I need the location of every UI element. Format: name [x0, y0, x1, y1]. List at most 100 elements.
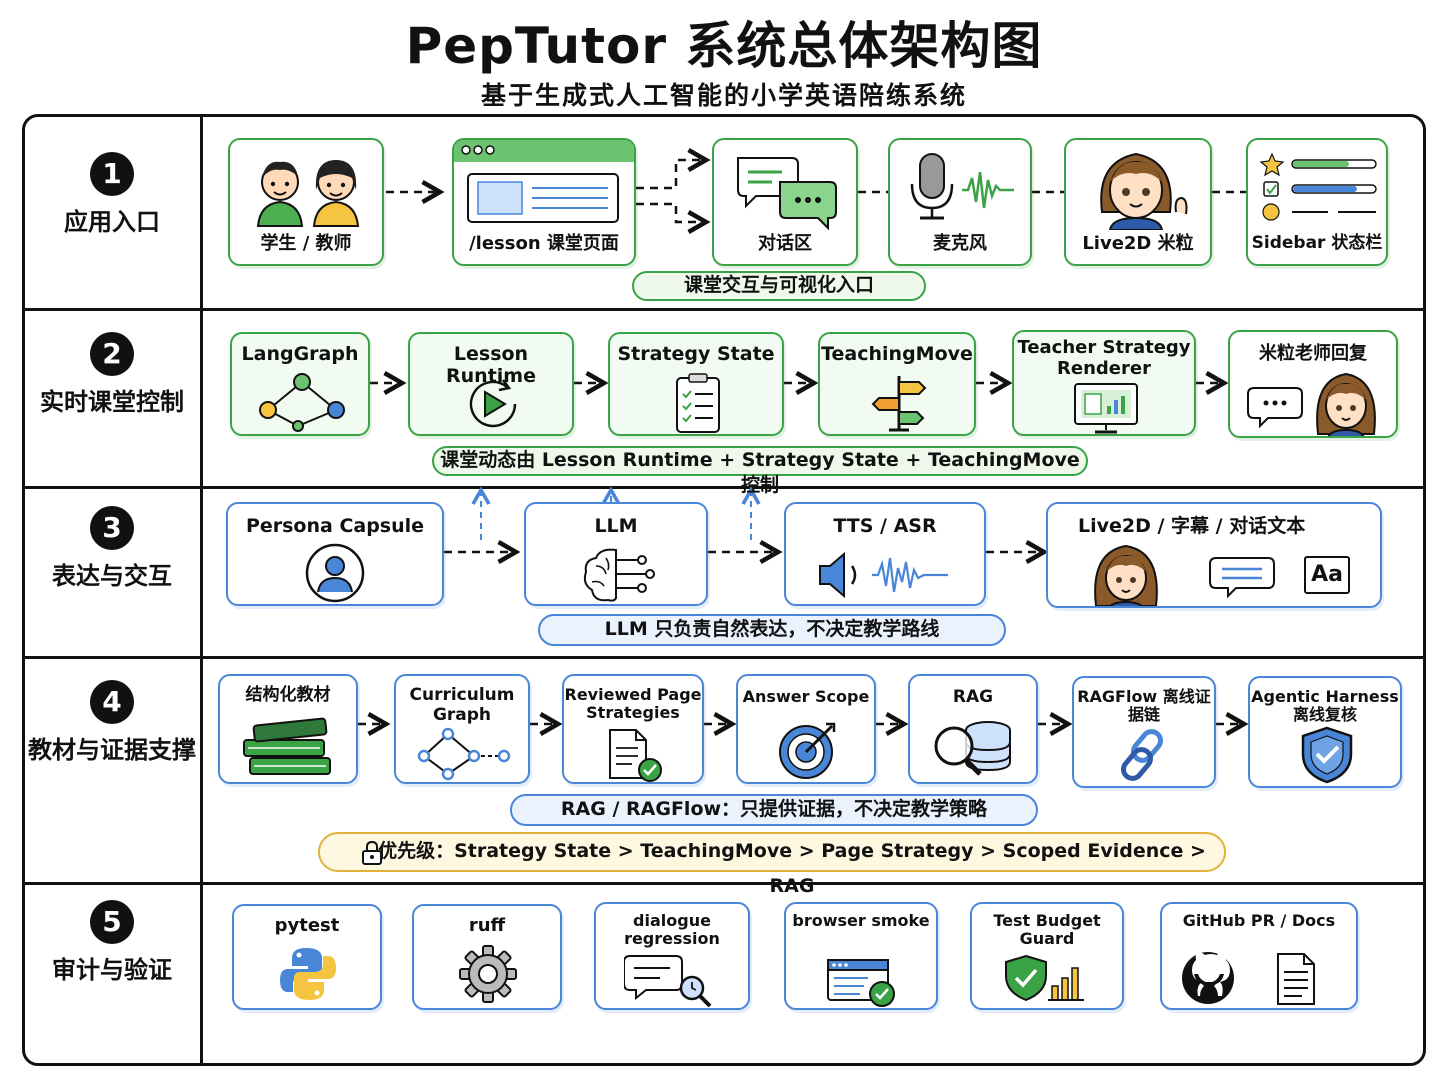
strategy-state-box[interactable]: Strategy State — [608, 332, 784, 436]
box-label: dialogue regression — [624, 911, 720, 949]
row-divider — [22, 882, 1426, 885]
priority-bar: 优先级：Strategy State > TeachingMove > Page… — [318, 832, 1226, 897]
teachingmove-box[interactable]: TeachingMove — [818, 332, 976, 436]
langgraph-box[interactable]: LangGraph — [230, 332, 370, 436]
brain-circuit-icon — [583, 548, 655, 602]
row4-note: RAG / RAGFlow：只提供证据，不决定教学策略 — [510, 794, 1038, 826]
rag-box[interactable]: RAG — [908, 674, 1038, 784]
box-label: Answer Scope — [742, 687, 870, 706]
shield-check-icon — [1301, 726, 1353, 784]
sidebar-status-box[interactable]: Sidebar 状态栏 — [1246, 138, 1388, 266]
tts-asr-box[interactable]: TTS / ASR — [784, 502, 986, 606]
box-label: Strategy State — [617, 343, 775, 365]
box-label: pytest — [274, 915, 340, 936]
agentic-harness-box[interactable]: Agentic Harness 离线复核 — [1248, 676, 1402, 788]
mili-teacher-reply-box[interactable]: 米粒老师回复 — [1228, 330, 1398, 438]
reviewed-page-strategies-box[interactable]: Reviewed Page Strategies — [562, 674, 704, 784]
box-label: RAGFlow 离线证据链 — [1077, 687, 1211, 725]
test-budget-guard-box[interactable]: Test Budget Guard — [970, 902, 1124, 1010]
row-name: 实时课堂控制 — [40, 388, 184, 416]
play-refresh-icon — [469, 379, 517, 428]
teacher-strategy-renderer-box[interactable]: Teacher Strategy Renderer — [1012, 330, 1196, 436]
graph-nodes-icon — [259, 373, 345, 432]
box-label: 对话区 — [758, 233, 812, 254]
graph-nodes-icon — [417, 727, 511, 781]
speaker-wave-icon — [819, 551, 948, 599]
box-label: Persona Capsule — [245, 515, 425, 537]
search-database-icon — [934, 721, 1011, 776]
github-docs-icon — [1182, 952, 1315, 1005]
pytest-box[interactable]: pytest — [232, 904, 382, 1010]
box-label: Agentic Harness 离线复核 — [1251, 687, 1399, 725]
priority-text: 优先级：Strategy State > TeachingMove > Page… — [378, 840, 1206, 897]
llm-box[interactable]: LLM — [524, 502, 708, 606]
browser-check-icon — [827, 959, 895, 1007]
persona-capsule-box[interactable]: Persona Capsule — [226, 502, 444, 606]
row-number: 2 — [90, 332, 134, 376]
row-name: 教材与证据支撑 — [28, 736, 196, 764]
ragflow-offline-evidence-box[interactable]: RAGFlow 离线证据链 — [1072, 676, 1216, 788]
browser-smoke-box[interactable]: browser smoke — [784, 902, 938, 1010]
dialogue-regression-box[interactable]: dialogue regression — [594, 902, 750, 1010]
subtitle-bubble-icon — [1209, 557, 1275, 599]
box-label: TTS / ASR — [833, 515, 937, 537]
text-size-icon: Aa — [1304, 556, 1350, 594]
chat-search-icon — [624, 955, 712, 1008]
row1-note: 课堂交互与可视化入口 — [632, 271, 926, 301]
students-teachers-box: 学生 / 教师 — [228, 138, 384, 266]
box-label: Test Budget Guard — [993, 911, 1101, 949]
structured-textbook-box[interactable]: 结构化教材 — [218, 674, 358, 784]
books-stack-icon — [243, 717, 331, 775]
ruff-box[interactable]: ruff — [412, 904, 562, 1010]
signpost-icon — [871, 376, 927, 432]
row-divider — [22, 656, 1426, 659]
lesson-runtime-box[interactable]: Lesson Runtime — [408, 332, 574, 436]
avatar-girl-icon — [1094, 544, 1158, 606]
row-number: 4 — [90, 680, 134, 724]
row-label-1: 1 应用入口 — [24, 152, 200, 237]
row-divider — [22, 486, 1426, 489]
lesson-page-box[interactable]: /lesson 课堂页面 — [452, 138, 636, 266]
page-title: PepTutor 系统总体架构图 — [405, 17, 1043, 75]
box-label: TeachingMove — [821, 343, 973, 365]
box-label: LangGraph — [241, 343, 359, 365]
live2d-subtitle-dialogue-box[interactable]: Live2D / 字幕 / 对话文本 Aa — [1046, 502, 1382, 608]
row-name: 应用入口 — [64, 208, 160, 236]
avatar-girl-icon — [1100, 152, 1188, 230]
box-label: Sidebar 状态栏 — [1251, 233, 1383, 253]
students-icon — [256, 160, 360, 227]
row-name: 表达与交互 — [52, 562, 172, 590]
row-number: 3 — [90, 506, 134, 550]
user-avatar-icon — [305, 543, 365, 603]
row2-note: 课堂动态由 Lesson Runtime + Strategy State + … — [432, 446, 1088, 496]
document-check-icon — [609, 729, 662, 782]
box-label: Curriculum Graph — [409, 685, 515, 725]
browser-window-icon — [454, 140, 634, 223]
box-label: 米粒老师回复 — [1259, 343, 1367, 364]
box-label: Reviewed Page Strategies — [564, 685, 702, 723]
box-label: browser smoke — [792, 911, 930, 930]
row-label-5: 5 审计与验证 — [24, 900, 200, 985]
gear-icon — [459, 945, 517, 1003]
box-label: GitHub PR / Docs — [1182, 911, 1336, 930]
live2d-mili-box[interactable]: Live2D 米粒 — [1064, 138, 1212, 266]
microphone-icon — [910, 153, 1014, 220]
row-label-2: 2 实时课堂控制 — [24, 332, 200, 417]
answer-scope-box[interactable]: Answer Scope — [736, 674, 876, 784]
dialogue-area-box[interactable]: 对话区 — [712, 138, 858, 266]
label-column-divider — [200, 114, 203, 1066]
status-bars-icon — [1259, 152, 1377, 221]
microphone-box[interactable]: 麦克风 — [888, 138, 1032, 266]
clipboard-checklist-icon — [676, 373, 720, 433]
row-label-3: 3 表达与交互 — [24, 506, 200, 591]
box-label: LLM — [594, 515, 638, 537]
lock-icon — [362, 840, 382, 865]
box-label: Lesson Runtime — [446, 343, 536, 387]
github-pr-docs-box[interactable]: GitHub PR / Docs — [1160, 902, 1358, 1010]
box-label: /lesson 课堂页面 — [469, 233, 619, 254]
curriculum-graph-box[interactable]: Curriculum Graph — [394, 674, 530, 784]
chain-link-icon — [1121, 729, 1163, 781]
shield-bar-chart-icon — [1005, 954, 1084, 1002]
chat-bubbles-icon — [737, 157, 837, 231]
